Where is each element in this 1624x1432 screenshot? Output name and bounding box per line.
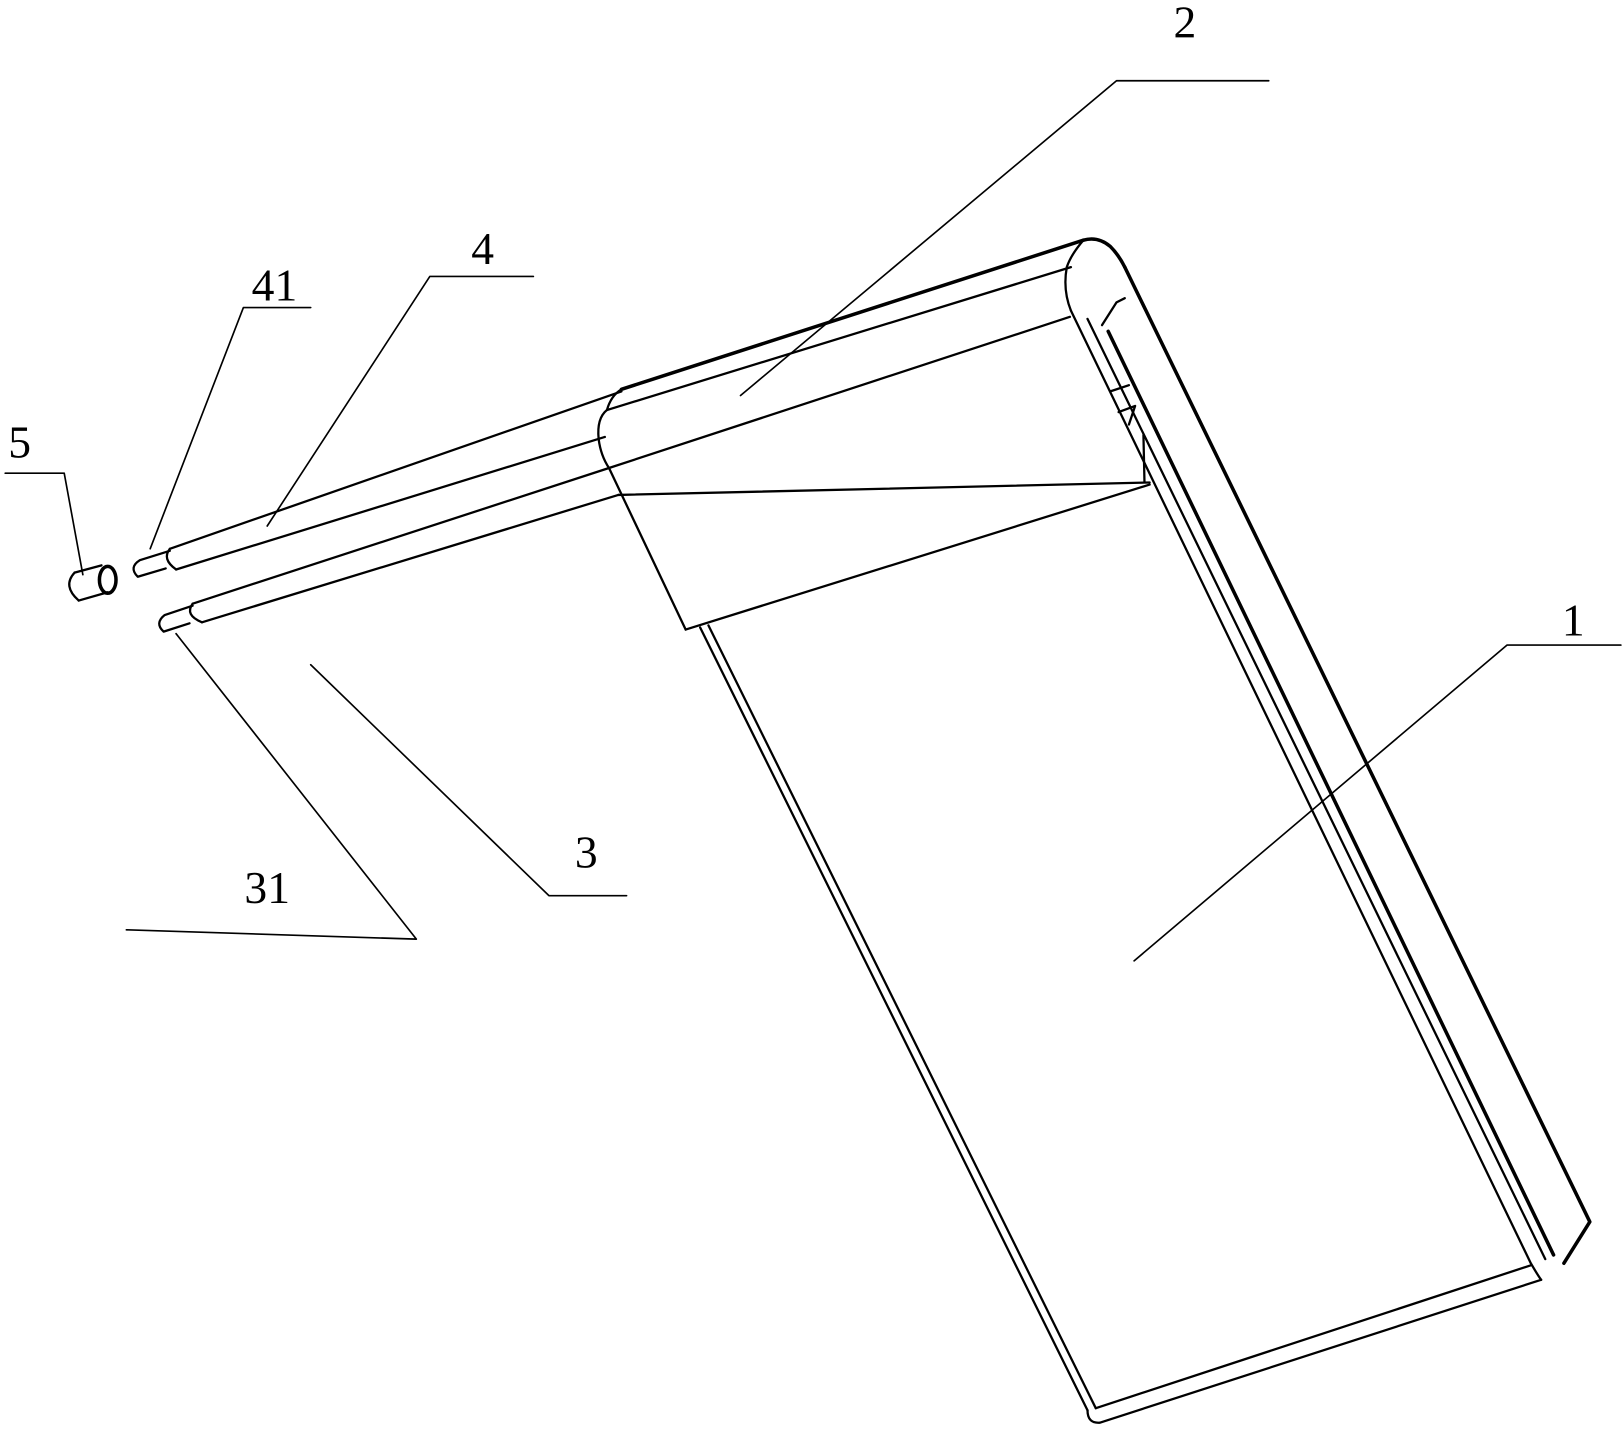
cap-5: [68, 564, 118, 602]
label-1: 1: [1133, 595, 1622, 962]
label-3-text: 3: [575, 827, 598, 878]
label-2: 2: [739, 0, 1270, 397]
label-5-text: 5: [8, 417, 31, 468]
label-4: 4: [266, 223, 535, 527]
label-1-text: 1: [1562, 595, 1585, 646]
part-2-strip: [597, 237, 1127, 470]
label-4-text: 4: [471, 223, 494, 274]
label-31-text: 31: [244, 862, 290, 913]
rod-4: [132, 390, 623, 578]
label-5: 5: [4, 417, 84, 576]
part-2-block: [607, 466, 1151, 631]
label-41: 41: [149, 259, 312, 550]
label-2-text: 2: [1173, 0, 1196, 47]
label-31: 31: [125, 632, 418, 940]
rod-3: [158, 466, 620, 633]
label-41-text: 41: [252, 259, 298, 310]
part-1-plate: [699, 265, 1592, 1424]
label-3: 3: [309, 663, 628, 897]
